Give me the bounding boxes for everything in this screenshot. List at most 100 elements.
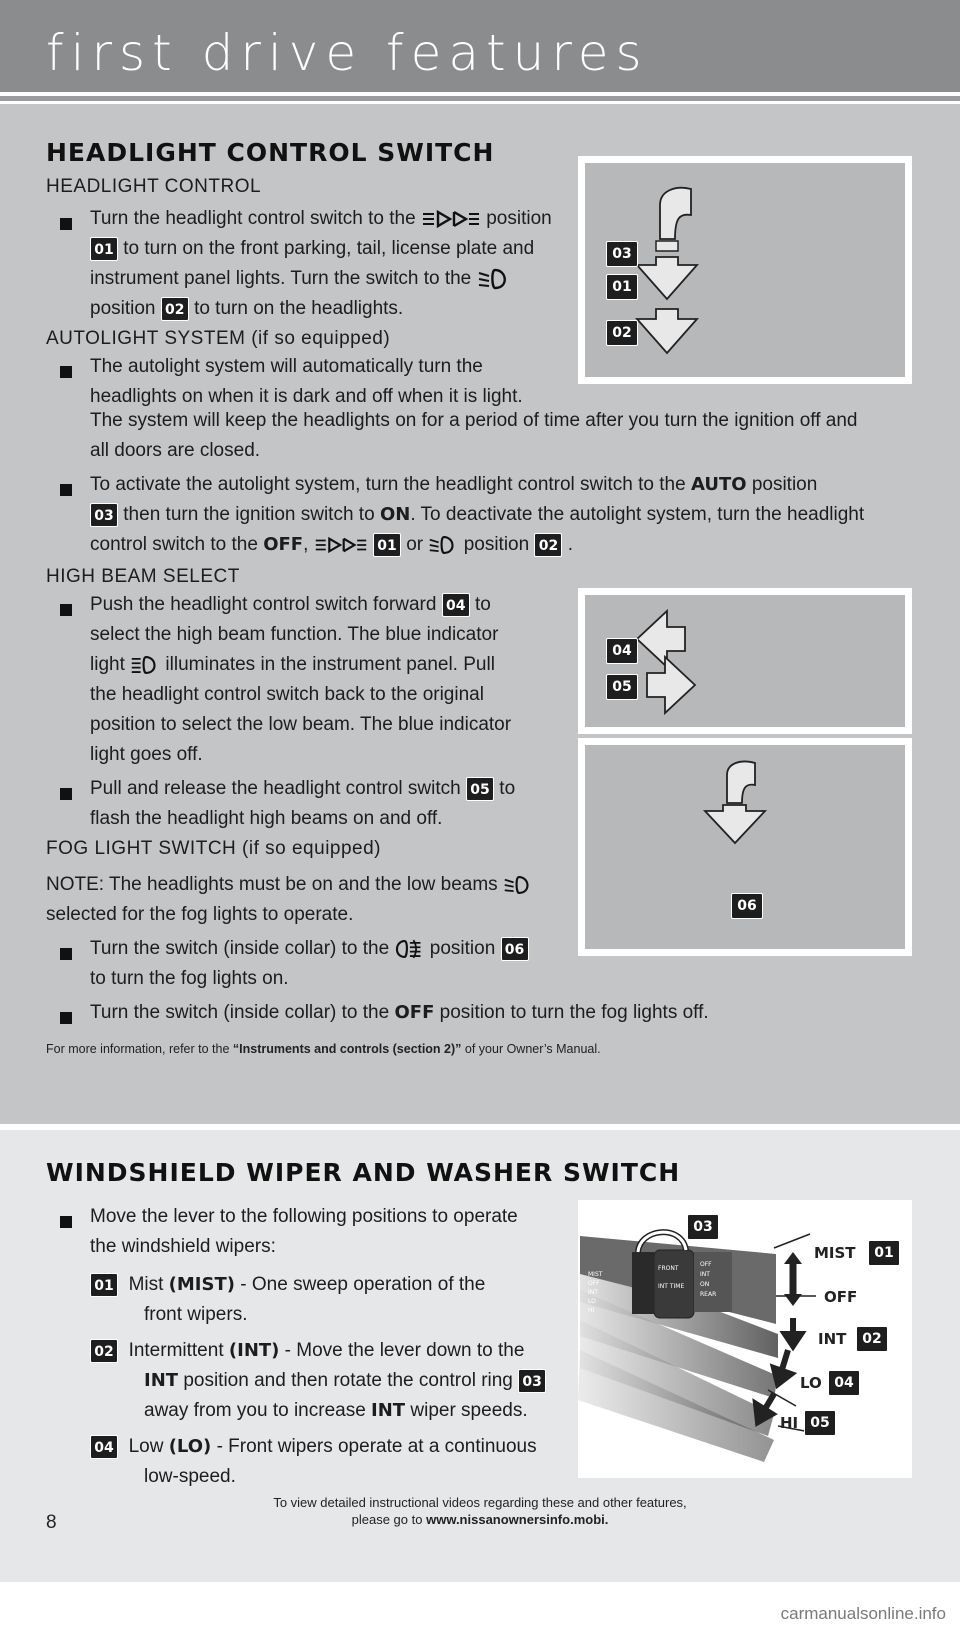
bullet-marker	[60, 366, 72, 378]
bullet-text: headlights on when it is dark and off wh…	[90, 386, 523, 407]
text-span: light	[90, 654, 125, 675]
stalk-label: REAR	[700, 1291, 717, 1298]
text-span: to turn on the headlights.	[194, 298, 404, 319]
text-span: Turn the switch (inside collar) to the	[90, 1002, 390, 1023]
callout-badge: 03	[687, 1214, 719, 1240]
text-span: Push the headlight control switch forwar…	[90, 594, 437, 615]
keyword: OFF	[263, 534, 304, 555]
text-span: Turn the headlight control switch to the	[90, 208, 416, 229]
text-span: For more information, refer to the	[46, 1042, 230, 1056]
text-span: - Front wipers operate at a continuous	[216, 1436, 537, 1457]
callout-badge: 06	[731, 893, 763, 919]
page-header: first drive features	[0, 0, 960, 92]
callout-badge: 01	[90, 236, 118, 261]
keyword: INT	[371, 1400, 406, 1421]
mist-label: MIST	[814, 1244, 856, 1262]
stalk-label: MIST	[588, 1271, 603, 1278]
callout-badge: 01	[372, 532, 401, 557]
bullet-marker	[60, 1216, 72, 1228]
headlight-control-subheading: HEADLIGHT CONTROL	[46, 176, 262, 197]
wiper-section: WINDSHIELD WIPER AND WASHER SWITCH Move …	[0, 1130, 960, 1582]
stalk-label: INT TIME	[658, 1283, 685, 1290]
callout-badge: 02	[606, 320, 638, 346]
callout-badge: 04	[828, 1370, 860, 1396]
text-span: - One sweep operation of the	[240, 1274, 486, 1295]
stalk-printed-labels: MIST OFF INT LO HI	[588, 1270, 602, 1315]
callout-badge: 06	[500, 936, 529, 961]
fog-light-diagram: 06	[578, 738, 912, 956]
parking-lights-icon	[422, 209, 479, 229]
keyword: (LO)	[168, 1436, 212, 1457]
footer-line: please go to www.nissanownersinfo.mobi.	[0, 1511, 960, 1528]
callout-badge: 05	[466, 776, 495, 801]
wiper-item-lo: 04 Low (LO) - Front wipers operate at a …	[90, 1432, 537, 1462]
callout-badge: 02	[534, 532, 563, 557]
headlight-icon	[429, 535, 454, 554]
text-span: then turn the ignition switch to	[123, 504, 375, 525]
collar-arrow-graphic	[702, 760, 768, 845]
int-label: INT	[818, 1330, 847, 1348]
bullet-text: the headlight control switch back to the…	[90, 684, 484, 705]
bullet-text: light goes off.	[90, 744, 203, 765]
bullet-text: position to select the low beam. The blu…	[90, 714, 512, 735]
keyword: (INT)	[228, 1340, 280, 1361]
callout-badge: 02	[856, 1326, 888, 1352]
stalk-label: FRONT	[658, 1265, 679, 1272]
callout-badge: 03	[606, 241, 638, 267]
wiper-item-int: 02 Intermittent (INT) - Move the lever d…	[90, 1336, 524, 1366]
fog-light-subheading: FOG LIGHT SWITCH (if so equipped)	[46, 838, 382, 859]
off-label: OFF	[824, 1288, 858, 1306]
text-span: illuminates in the instrument panel. Pul…	[165, 654, 495, 675]
reference-note: For more information, refer to the “Inst…	[46, 1042, 601, 1056]
switch-arrows-graphic	[635, 186, 699, 355]
parking-lights-icon	[315, 536, 366, 554]
text-span: position	[429, 938, 496, 959]
low-beam-icon	[504, 875, 529, 894]
text-span: position	[90, 298, 156, 319]
text-span: NOTE: The headlights must be on and the …	[46, 874, 498, 895]
callout-badge: 03	[518, 1368, 547, 1393]
text-span: control switch to the	[90, 534, 258, 555]
bullet-marker	[60, 788, 72, 800]
stalk-label: INT	[588, 1289, 598, 1296]
callout-badge: 02	[90, 1338, 118, 1363]
wiper-item-text: low-speed.	[144, 1466, 236, 1487]
note-text: NOTE: The headlights must be on and the …	[46, 870, 533, 900]
lo-label: LO	[800, 1374, 822, 1392]
bullet-marker	[60, 604, 72, 616]
keyword: AUTO	[690, 474, 747, 495]
text-span: please go to	[351, 1512, 423, 1527]
header-divider	[0, 96, 960, 101]
callout-badge: 03	[90, 502, 118, 527]
callout-badge: 05	[804, 1410, 836, 1436]
stalk-label: HI	[588, 1307, 595, 1314]
bullet-text: The autolight system will automatically …	[90, 356, 483, 377]
bullet-text: The system will keep the headlights on f…	[90, 410, 858, 431]
stalk-printed-labels: OFF INT ON REAR	[700, 1260, 716, 1300]
text-span: Turn the switch (inside collar) to the	[90, 938, 390, 959]
bullet-text: Turn the headlight control switch to the…	[90, 204, 552, 234]
wiper-item-mist: 01 Mist (MIST) - One sweep operation of …	[90, 1270, 485, 1300]
bullet-text: flash the headlight high beams on and of…	[90, 808, 443, 829]
bullet-text: select the high beam function. The blue …	[90, 624, 499, 645]
footer-note: To view detailed instructional videos re…	[0, 1494, 960, 1528]
wiper-section-title: WINDSHIELD WIPER AND WASHER SWITCH	[46, 1158, 681, 1187]
wiper-item-text: INT position and then rotate the control…	[144, 1366, 547, 1396]
wiper-switch-diagram: 03 MIST 01 OFF INT 02 LO 04 HI 05 MIST O…	[578, 1200, 912, 1478]
callout-badge: 05	[606, 674, 638, 700]
stalk-label: LO	[588, 1298, 596, 1305]
stalk-label: ON	[700, 1281, 710, 1288]
headlight-section: HEADLIGHT CONTROL SWITCH HEADLIGHT CONTR…	[0, 104, 960, 1124]
callout-badge: 04	[90, 1434, 118, 1459]
watermark: carmanualsonline.info	[780, 1604, 946, 1623]
stalk-label: OFF	[700, 1261, 712, 1268]
callout-badge: 01	[606, 274, 638, 300]
hi-label: HI	[780, 1414, 799, 1432]
text-span: Low	[128, 1436, 164, 1457]
page-number: 8	[46, 1512, 57, 1533]
bullet-text: Push the headlight control switch forwar…	[90, 590, 491, 620]
wiper-stalk-graphic	[578, 1229, 816, 1462]
footer-line: To view detailed instructional videos re…	[273, 1495, 687, 1510]
stalk-label: OFF	[588, 1280, 600, 1287]
website-link[interactable]: www.nissanownersinfo.mobi.	[426, 1512, 609, 1527]
